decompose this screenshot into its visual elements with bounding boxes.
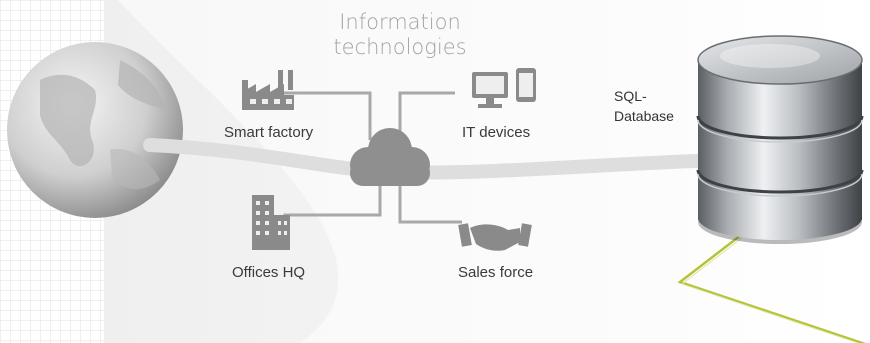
label-it-devices: IT devices bbox=[462, 124, 531, 141]
green-connection-wire bbox=[677, 231, 866, 343]
title-line-2: technologies bbox=[333, 35, 467, 59]
label-sales-force: Sales force bbox=[458, 264, 534, 281]
handshake-icon bbox=[458, 223, 532, 251]
factory-icon bbox=[242, 70, 294, 110]
cloud-icon bbox=[350, 128, 430, 186]
label-smart-factory: Smart factory bbox=[224, 124, 314, 141]
database-icon bbox=[696, 35, 864, 244]
tablet-icon bbox=[516, 68, 536, 102]
title-line-1: Information bbox=[339, 10, 461, 34]
database-label-line-2: Database bbox=[614, 108, 674, 124]
database-label: SQL- Database bbox=[614, 86, 674, 126]
globe-icon bbox=[7, 42, 183, 218]
label-offices-hq: Offices HQ bbox=[232, 264, 306, 281]
office-building-icon bbox=[252, 195, 290, 250]
diagram-title: Information technologies bbox=[300, 10, 500, 60]
computer-icon bbox=[472, 72, 508, 108]
database-label-line-1: SQL- bbox=[614, 88, 647, 104]
